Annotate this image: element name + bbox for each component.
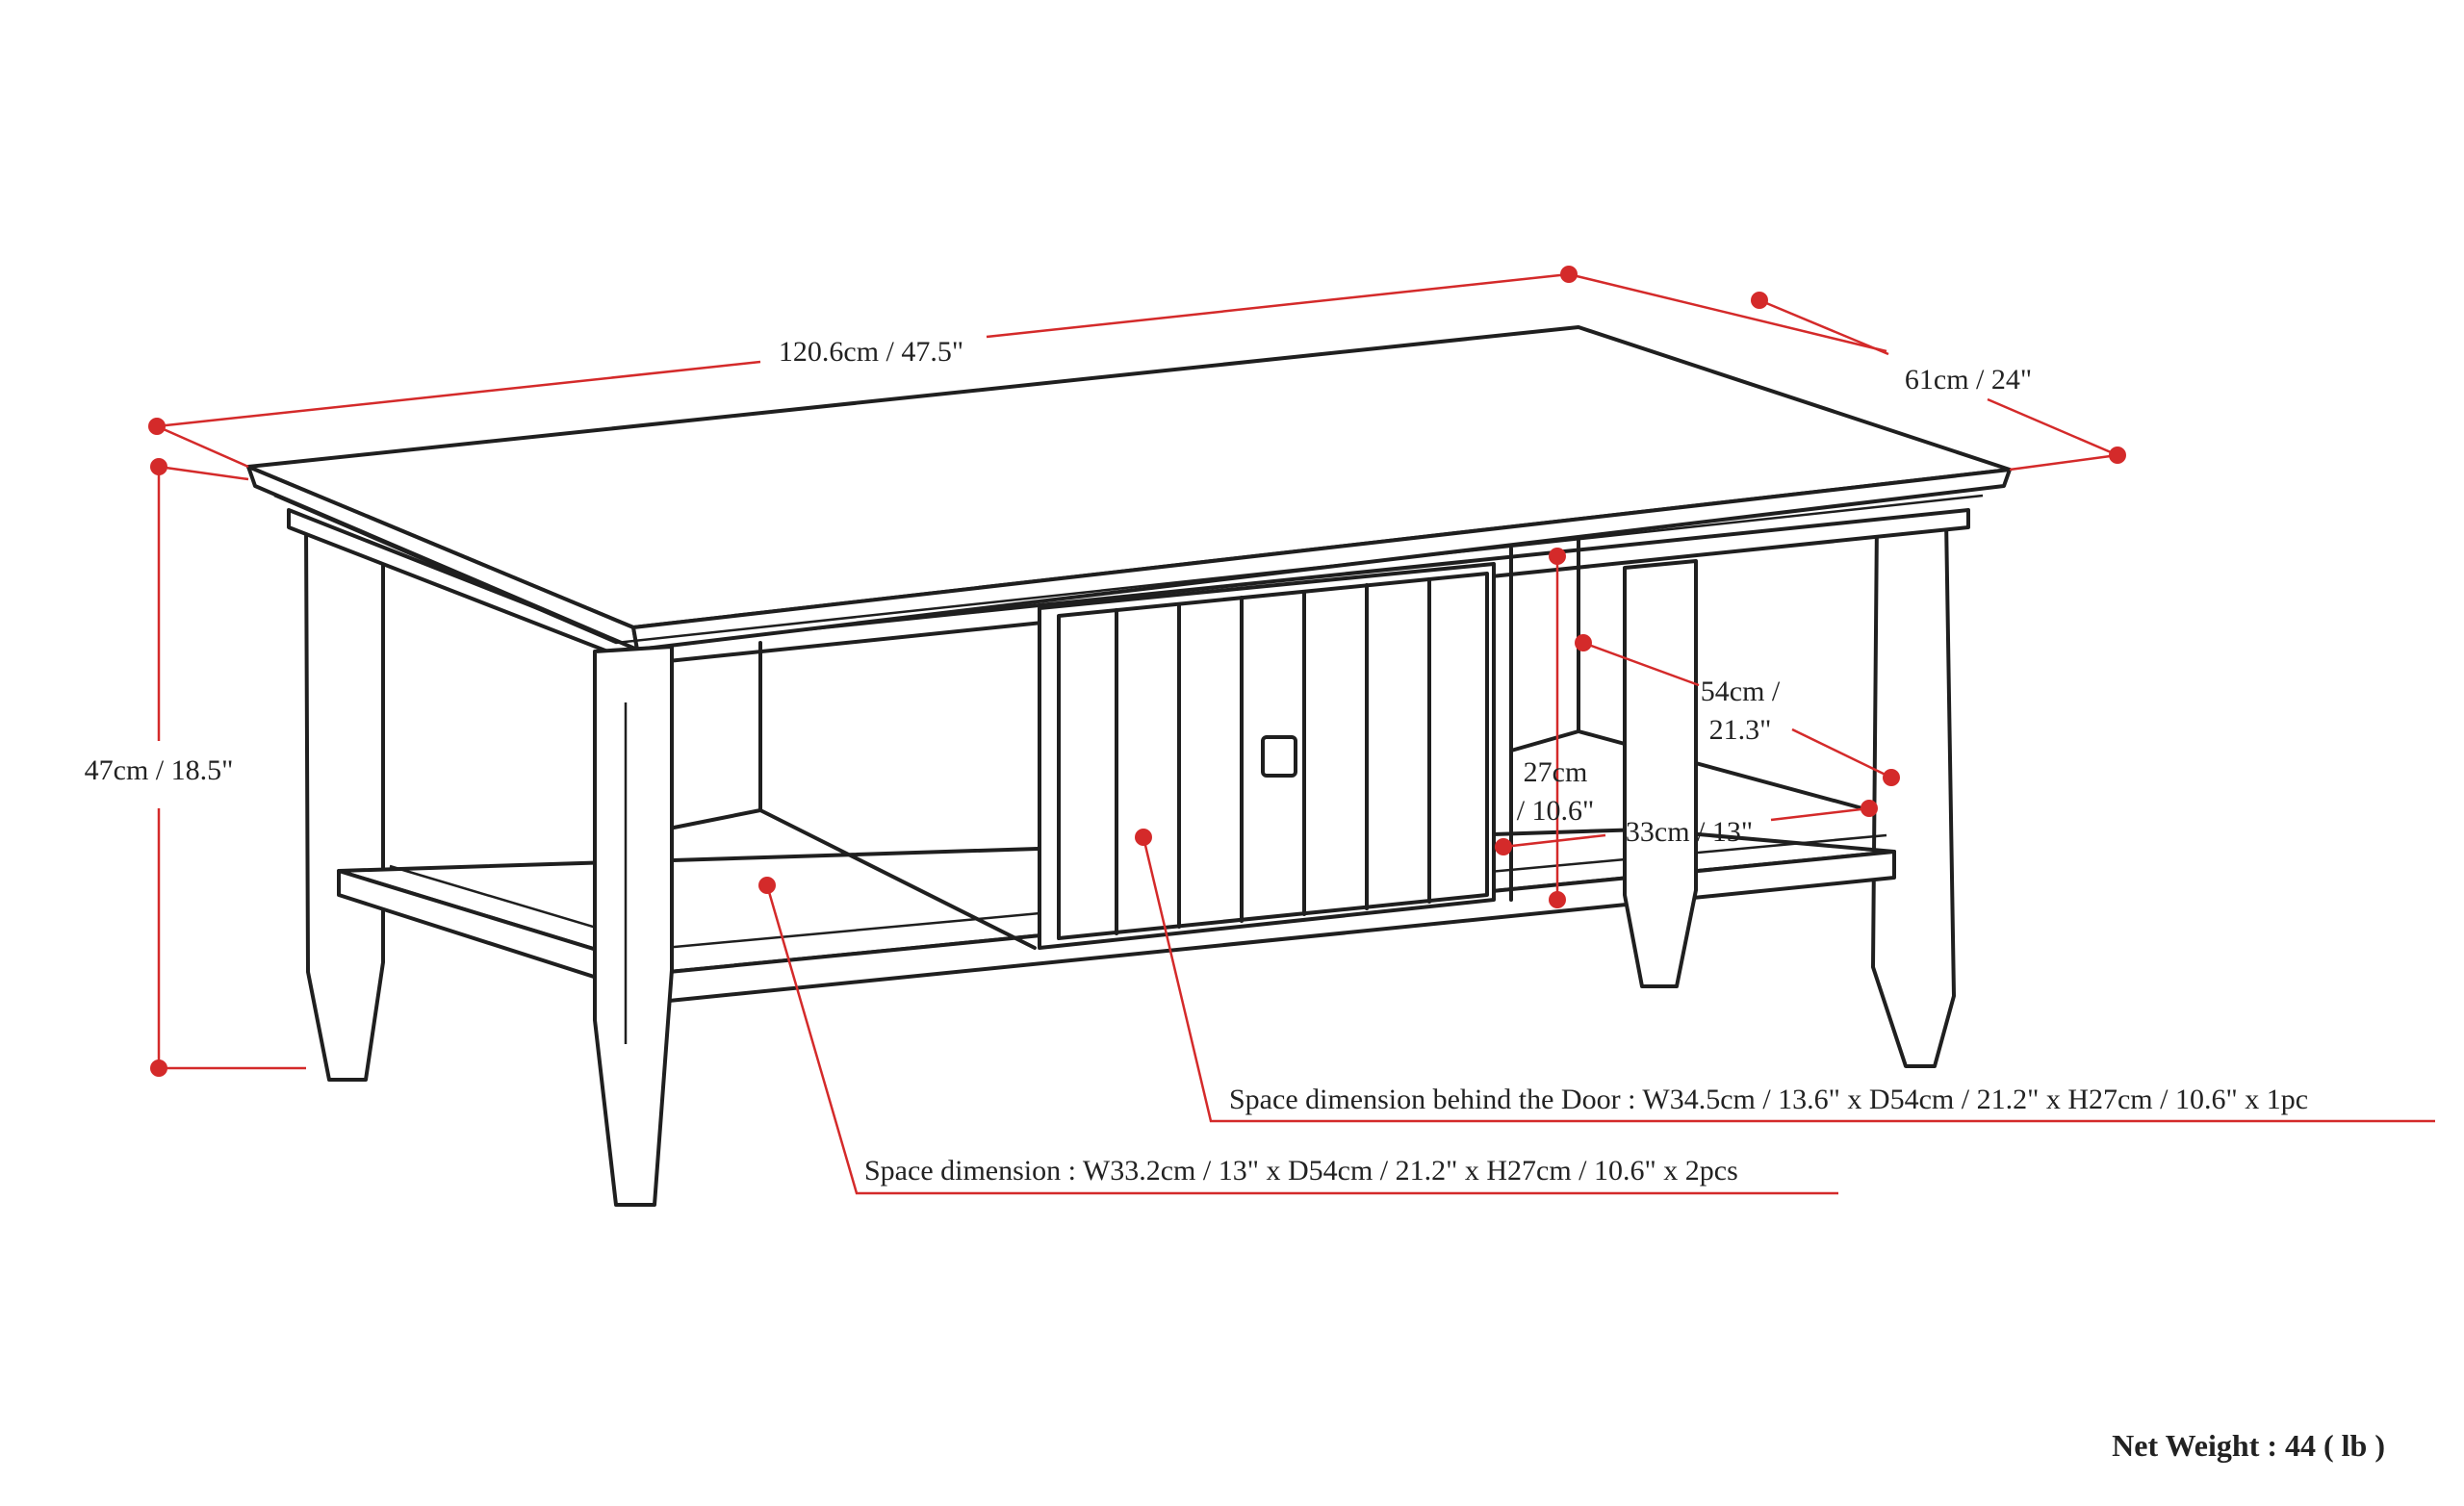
- interior-depth-dot-bottom: [1883, 769, 1900, 786]
- divider-left-base: [672, 808, 1037, 950]
- depth-dimension-line-top: [1758, 298, 1889, 356]
- interior-width-dot-left: [1495, 838, 1512, 855]
- tabletop-molding: [273, 494, 1984, 645]
- back-right-leg: [1871, 518, 1956, 1068]
- dimension-labels: 120.6cm / 47.5" 61cm / 24" 47cm / 18.5" …: [85, 336, 2385, 1463]
- interior-depth-line-top: [1582, 641, 1700, 687]
- dimension-lines: [148, 266, 2435, 1195]
- net-weight-label: Net Weight : 44 ( lb ): [2112, 1428, 2385, 1463]
- interior-width-line-left: [1502, 833, 1606, 849]
- interior-depth-label-line2: 21.3": [1709, 714, 1772, 746]
- width-dimension-dot-left: [148, 418, 166, 435]
- width-label: 120.6cm / 47.5": [779, 336, 963, 368]
- interior-height-label-line1: 27cm: [1524, 756, 1588, 788]
- interior-depth-line-bottom: [1791, 727, 1892, 779]
- width-dimension-line-left: [156, 360, 761, 428]
- front-left-leg: [593, 645, 674, 1207]
- depth-dimension-dot-bottom: [2109, 447, 2126, 464]
- interior-height-dot-top: [1549, 548, 1566, 565]
- back-left-leg: [304, 523, 385, 1082]
- interior-height-dot-bottom: [1549, 891, 1566, 908]
- height-label: 47cm / 18.5": [85, 754, 234, 786]
- door-space-note: Space dimension behind the Door : W34.5c…: [1229, 1084, 2308, 1115]
- depth-label: 61cm / 24": [1905, 364, 2032, 396]
- front-right-leg: [1623, 559, 1698, 988]
- open-space-note: Space dimension : W33.2cm / 13" x D54cm …: [864, 1155, 1738, 1187]
- divider-right-base: [1509, 729, 1864, 810]
- open-space-callout-line: [765, 884, 1838, 1195]
- door-knob: [1261, 735, 1297, 778]
- interior-depth-label-line1: 54cm /: [1701, 676, 1781, 707]
- coffee-table-illustration: [246, 325, 2012, 1207]
- door-space-callout-dot: [1135, 829, 1152, 846]
- interior-width-line-right: [1770, 806, 1870, 822]
- height-dimension-dot-top: [150, 458, 167, 475]
- width-dimension-line-right: [986, 272, 1570, 339]
- open-space-callout-dot: [758, 877, 776, 894]
- depth-dimension-leader-top: [1568, 272, 1887, 353]
- interior-depth-dot-top: [1575, 634, 1592, 651]
- interior-height-label-line2: / 10.6": [1517, 795, 1595, 827]
- width-dimension-leader: [156, 424, 249, 469]
- depth-dimension-dot-top: [1751, 292, 1768, 309]
- interior-width-label: 33cm / 13": [1626, 816, 1753, 848]
- depth-dimension-line-bottom: [1987, 397, 2118, 457]
- interior-width-dot-right: [1861, 800, 1878, 817]
- height-dimension-leader-top: [158, 465, 249, 481]
- door-space-callout-line: [1142, 836, 2435, 1123]
- depth-dimension-leader-bottom: [2009, 453, 2118, 472]
- door-slats: [1115, 577, 1431, 935]
- height-dimension-dot-bottom: [150, 1059, 167, 1077]
